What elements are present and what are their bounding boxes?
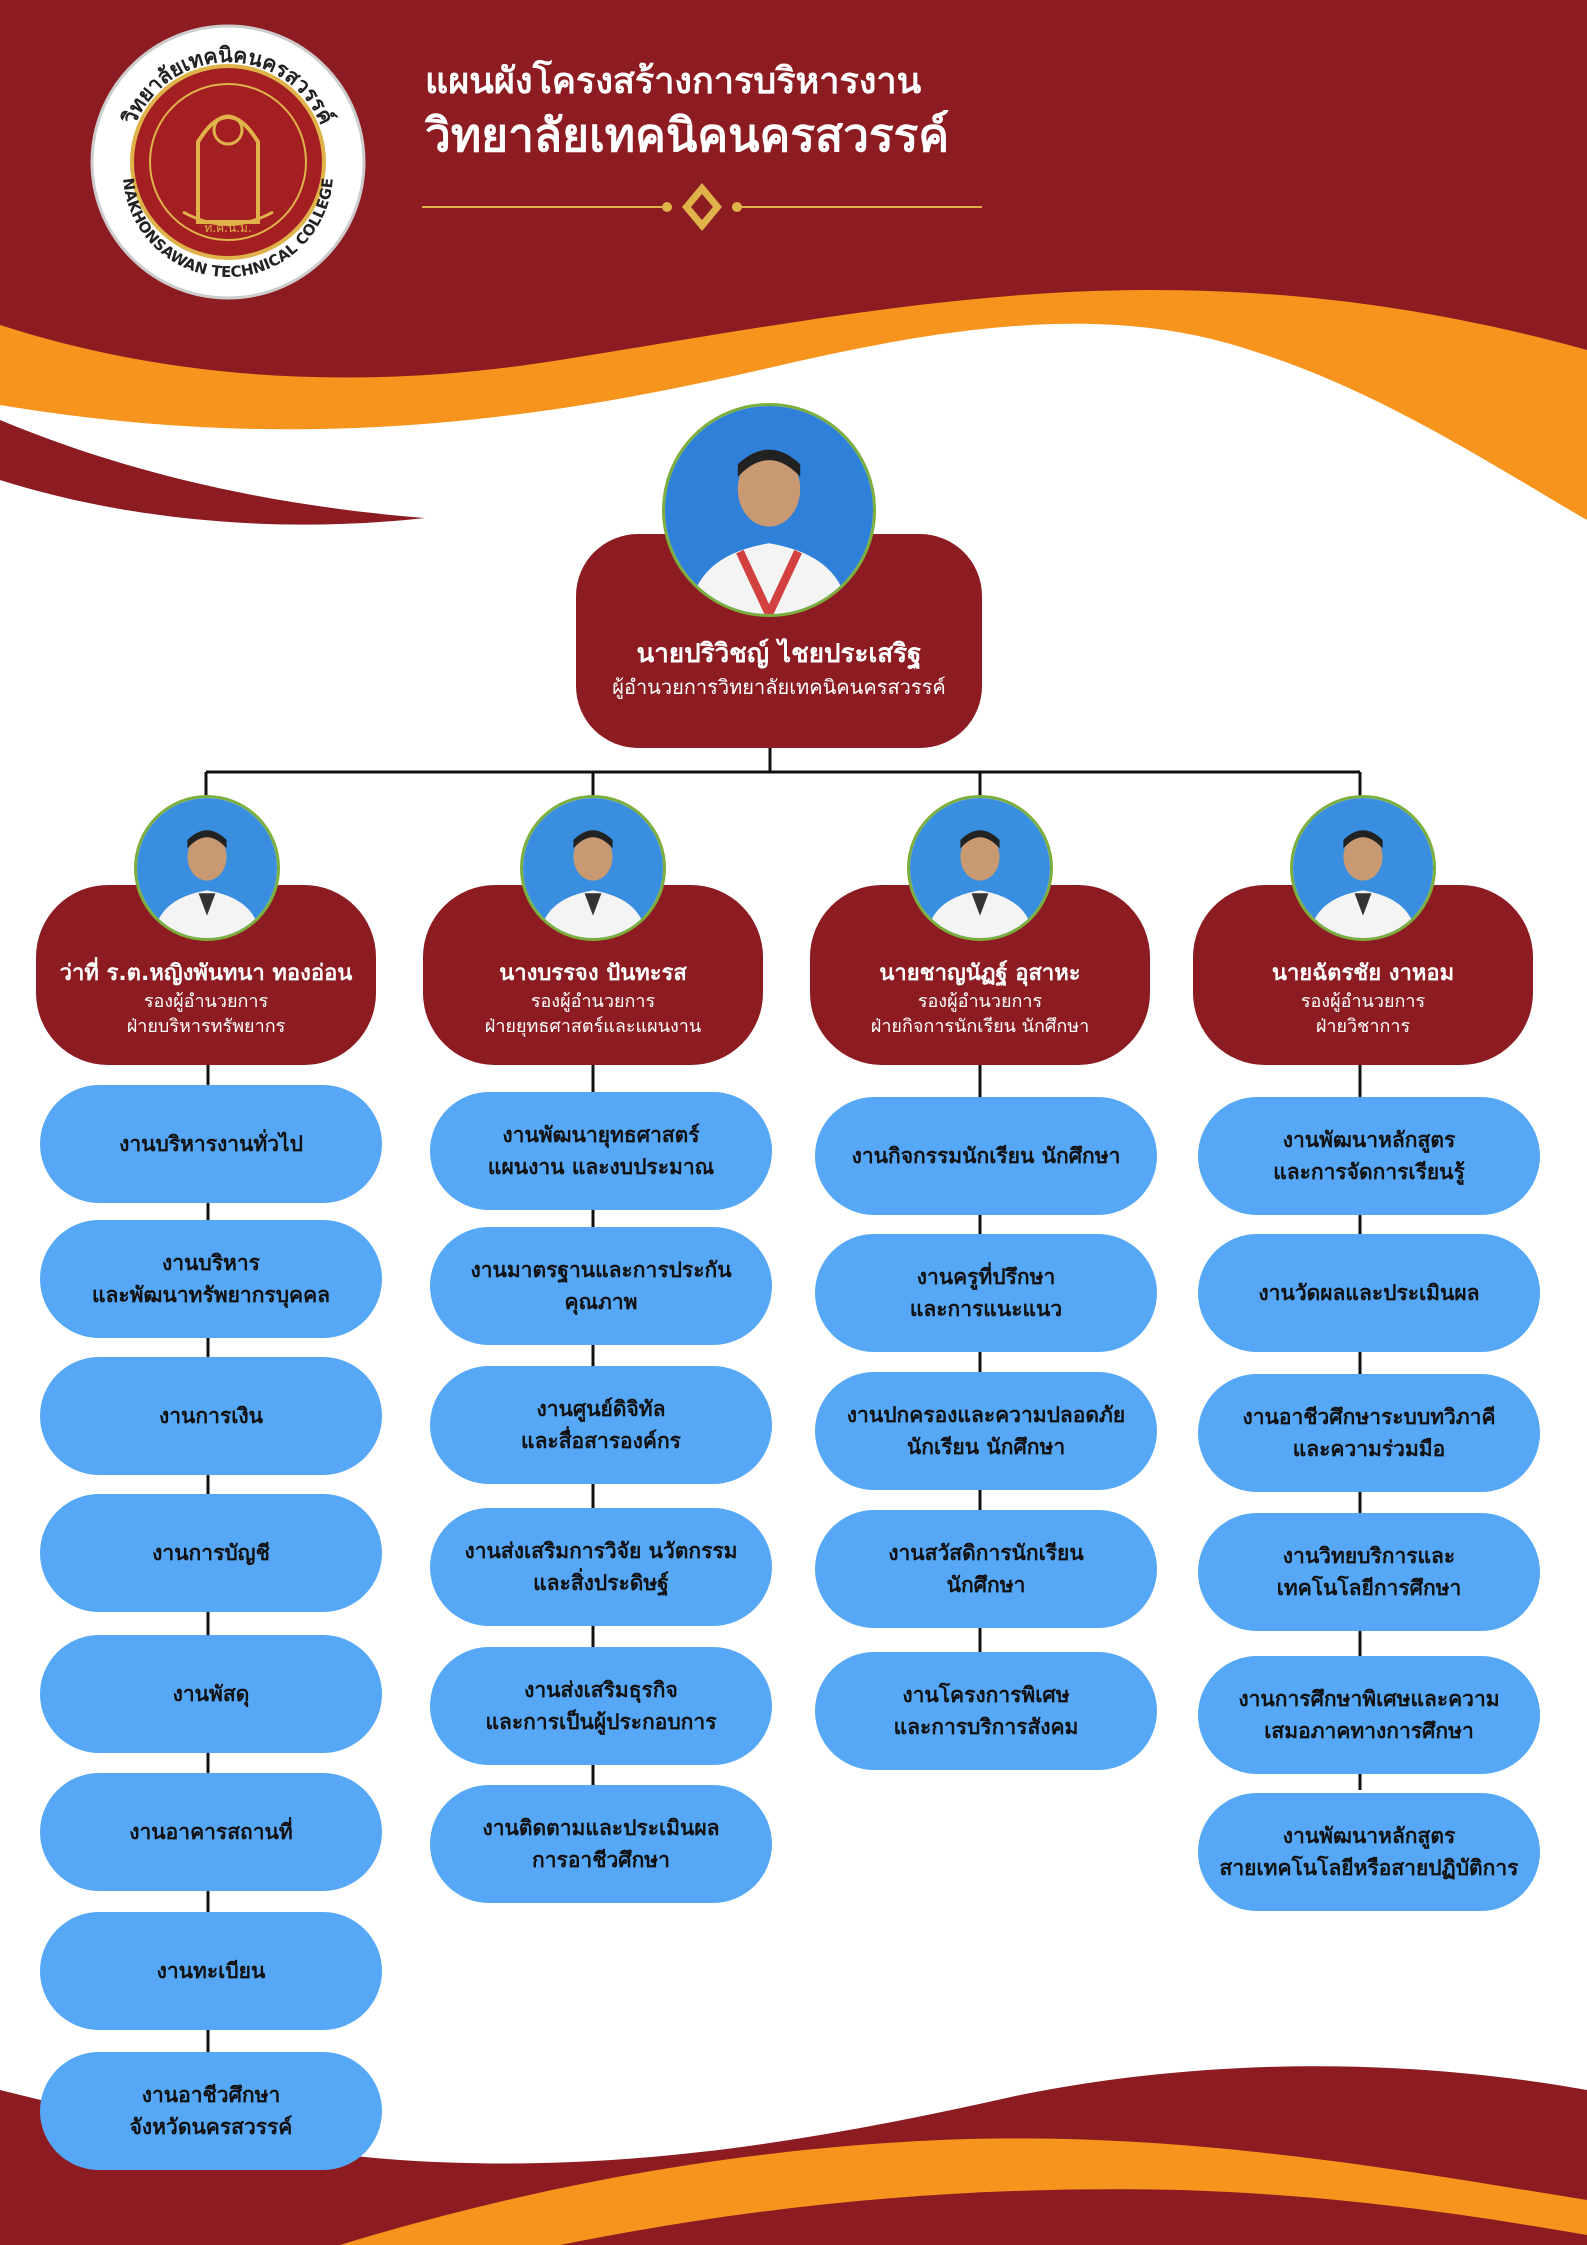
deputy-photo [907,795,1053,941]
task-box: งานการเงิน [40,1357,382,1475]
task-box: งานอาชีวศึกษา จังหวัดนครสวรรค์ [40,2052,382,2170]
task-box: งานมาตรฐานและการประกัน คุณภาพ [430,1227,772,1345]
director-name: นายปริวิชญ์ ไชยประเสริฐ [636,639,922,669]
task-box: งานบริหารงานทั่วไป [40,1085,382,1203]
task-box: งานการบัญชี [40,1494,382,1612]
task-box: งานศูนย์ดิจิทัล และสื่อสารองค์กร [430,1366,772,1484]
title-line-2: วิทยาลัยเทคนิคนครสวรรค์ [425,108,950,162]
task-box: งานติดตามและประเมินผล การอาชีวศึกษา [430,1785,772,1903]
task-box: งานอาคารสถานที่ [40,1773,382,1891]
person-portrait-icon [665,406,873,614]
task-box: งานบริหาร และพัฒนาทรัพยากรบุคคล [40,1220,382,1338]
task-box: งานพัฒนายุทธศาสตร์ แผนงาน และงบประมาณ [430,1092,772,1210]
task-box: งานส่งเสริมการวิจัย นวัตกรรม และสิ่งประด… [430,1508,772,1626]
deputy-photo [520,795,666,941]
deputy-role: รองผู้อำนวยการ [1300,991,1426,1012]
deputy-role: รองผู้อำนวยการ [917,991,1043,1012]
title-ornament-icon [422,183,982,231]
college-logo: วิทยาลัยเทคนิคนครสวรรค์ NAKHONSAWAN TECH… [88,22,368,302]
deputy-name: ว่าที่ ร.ต.หญิงพันทนา ทองอ่อน [59,961,353,986]
task-box: งานสวัสดิการนักเรียน นักศึกษา [815,1510,1157,1628]
task-box: งานพัสดุ [40,1635,382,1753]
task-box: งานวิทยบริการและ เทคโนโลยีการศึกษา [1198,1513,1540,1631]
task-box: งานการศึกษาพิเศษและความ เสมอภาคทางการศึก… [1198,1656,1540,1774]
deputy-photo [134,795,280,941]
person-portrait-icon [1293,798,1433,938]
person-portrait-icon [137,798,277,938]
deputy-role: รองผู้อำนวยการ [143,991,269,1012]
title-line-1: แผนผังโครงสร้างการบริหารงาน [425,61,922,102]
deputy-photo [1290,795,1436,941]
task-box: งานวัดผลและประเมินผล [1198,1234,1540,1352]
task-box: งานโครงการพิเศษ และการบริการสังคม [815,1652,1157,1770]
task-box: งานพัฒนาหลักสูตร สายเทคโนโลยีหรือสายปฏิบ… [1198,1793,1540,1911]
director-role: ผู้อำนวยการวิทยาลัยเทคนิคนครสวรรค์ [612,675,946,699]
director-photo [662,403,876,617]
deputy-name: นายชาญนัฏฐ์ อุสาหะ [879,961,1081,986]
deputy-name: นางบรรจง ปันทะรส [499,961,687,986]
deputy-division: ฝ่ายวิชาการ [1315,1016,1411,1037]
task-box: งานส่งเสริมธุรกิจ และการเป็นผู้ประกอบการ [430,1647,772,1765]
task-box: งานพัฒนาหลักสูตร และการจัดการเรียนรู้ [1198,1097,1540,1215]
person-portrait-icon [910,798,1050,938]
deputy-division: ฝ่ายยุทธศาสตร์และแผนงาน [484,1016,702,1037]
left-maroon-swoosh [0,420,425,525]
header-maroon-band [0,0,1587,378]
task-box: งานปกครองและความปลอดภัย นักเรียน นักศึกษ… [815,1372,1157,1490]
deputy-division: ฝ่ายบริหารทรัพยากร [126,1016,286,1037]
task-box: งานครูที่ปรึกษา และการแนะแนว [815,1234,1157,1352]
deputy-name: นายฉัตรชัย งาหอม [1271,961,1455,986]
header-title: แผนผังโครงสร้างการบริหารงาน วิทยาลัยเทคน… [425,58,1045,164]
svg-text:ท.ค.น.ม.: ท.ค.น.ม. [204,221,251,235]
deputy-role: รองผู้อำนวยการ [530,991,656,1012]
person-portrait-icon [523,798,663,938]
deputy-division: ฝ่ายกิจการนักเรียน นักศึกษา [870,1016,1090,1037]
footer-maroon-overlay [560,2189,1587,2245]
task-box: งานกิจกรรมนักเรียน นักศึกษา [815,1097,1157,1215]
task-box: งานอาชีวศึกษาระบบทวิภาคี และความร่วมมือ [1198,1374,1540,1492]
task-box: งานทะเบียน [40,1912,382,2030]
college-seal-icon: วิทยาลัยเทคนิคนครสวรรค์ NAKHONSAWAN TECH… [90,24,366,300]
